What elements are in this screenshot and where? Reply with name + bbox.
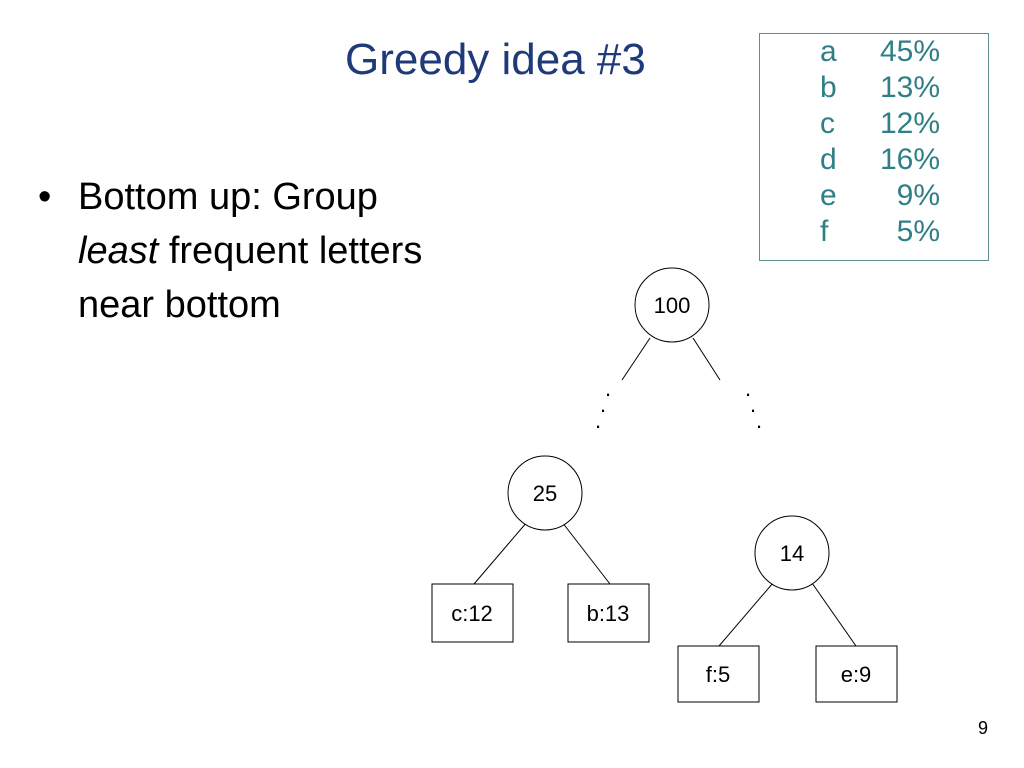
freq-letter: e xyxy=(820,179,837,212)
edge-14-f5 xyxy=(718,582,774,647)
ellipsis-dot: . xyxy=(605,376,611,401)
leaf-box xyxy=(815,645,898,703)
freq-percent: 45% xyxy=(879,35,940,68)
freq-percent: 13% xyxy=(879,71,940,104)
leaf-label: c:12 xyxy=(451,601,493,626)
tree-edges xyxy=(473,337,857,647)
edge-root-right xyxy=(692,337,721,381)
edge-root-left xyxy=(621,337,651,381)
bullet-text: Bottom up: Group least frequent letters … xyxy=(78,170,518,332)
slide-title: Greedy idea #3 xyxy=(345,35,646,84)
tree-leaf-e9: e:9 xyxy=(815,645,898,703)
tree-node-root: 100 xyxy=(634,267,710,343)
bullet-line-2: least frequent letters xyxy=(78,224,518,278)
ellipsis-dot: . xyxy=(750,392,756,417)
leaf-label: e:9 xyxy=(841,662,872,687)
bullet-line-1: Bottom up: Group xyxy=(78,176,378,218)
page-number: 9 xyxy=(978,718,989,738)
tree-leaf-b13: b:13 xyxy=(567,583,650,643)
freq-percent: 5% xyxy=(896,215,940,248)
freq-row-c: c 12% xyxy=(820,106,945,142)
edge-14-e9 xyxy=(811,582,857,647)
node-label: 100 xyxy=(654,293,691,318)
freq-percent: 12% xyxy=(879,107,940,140)
node-circle xyxy=(754,515,830,591)
freq-letter: f xyxy=(820,215,829,248)
ellipsis-right: . . . xyxy=(745,376,762,433)
ellipsis-left: . . . xyxy=(595,376,611,433)
ellipsis-dot: . xyxy=(595,408,601,433)
freq-letter: d xyxy=(820,143,837,176)
freq-row-f: f 5% xyxy=(820,214,945,250)
freq-row-b: b 13% xyxy=(820,70,945,106)
bullet-emphasis: least xyxy=(78,230,159,272)
ellipsis-dot: . xyxy=(600,392,606,417)
edge-25-b13 xyxy=(561,521,611,585)
edge-25-c12 xyxy=(473,521,528,585)
tree-node-25: 25 xyxy=(507,455,583,531)
bullet-line-3: near bottom xyxy=(78,284,281,326)
leaf-box xyxy=(677,645,760,703)
bullet-line-2-rest: frequent letters xyxy=(158,230,423,272)
bullet-marker: • xyxy=(38,176,52,218)
leaf-label: f:5 xyxy=(706,662,730,687)
freq-percent: 16% xyxy=(879,143,940,176)
ellipsis-dot: . xyxy=(745,376,751,401)
leaf-box xyxy=(431,583,514,643)
freq-row-a: a 45% xyxy=(820,34,945,70)
freq-row-d: d 16% xyxy=(820,142,945,178)
node-circle xyxy=(507,455,583,531)
node-label: 25 xyxy=(533,481,557,506)
freq-letter: c xyxy=(820,107,835,140)
node-label: 14 xyxy=(780,541,804,566)
tree-node-14: 14 xyxy=(754,515,830,591)
node-circle xyxy=(634,267,710,343)
frequency-table: a 45% b 13% c 12% d 16% e 9% f 5% xyxy=(759,33,989,261)
freq-percent: 9% xyxy=(896,179,940,212)
ellipsis-dot: . xyxy=(756,408,762,433)
freq-row-e: e 9% xyxy=(820,178,945,214)
tree-leaf-c12: c:12 xyxy=(431,583,514,643)
freq-letter: b xyxy=(820,71,837,104)
leaf-label: b:13 xyxy=(587,601,630,626)
tree-leaf-f5: f:5 xyxy=(677,645,760,703)
freq-letter: a xyxy=(820,35,837,68)
leaf-box xyxy=(567,583,650,643)
